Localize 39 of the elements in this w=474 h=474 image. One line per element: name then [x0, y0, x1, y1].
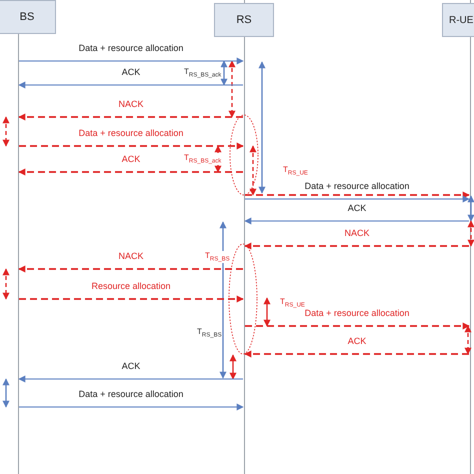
edge-label: ACK: [120, 67, 142, 77]
lifeline-header: RS: [214, 3, 274, 37]
edge-label: ACK: [120, 154, 142, 164]
message-arrow: [244, 218, 470, 224]
timing-label: T$_{RS_BS}$: [205, 251, 230, 263]
edge-label: Data + resource allocation: [76, 128, 186, 138]
message-arrow: [18, 82, 244, 88]
message-arrow: [19, 142, 244, 150]
message-arrow: [245, 192, 470, 198]
message-arrow: [18, 266, 243, 272]
edge-label: ACK: [120, 361, 142, 371]
edge-label: Data + resource allocation: [302, 308, 412, 318]
lifeline-header: BS: [0, 0, 56, 34]
lifeline: [0, 0, 56, 474]
edge-label: ACK: [346, 203, 368, 213]
message-arrow: [18, 168, 243, 176]
message-arrow: [18, 58, 244, 64]
message-arrow: [244, 196, 470, 202]
edge-label: NACK: [116, 251, 146, 261]
message-arrow: [18, 376, 244, 382]
edge-label: Data + resource allocation: [302, 181, 412, 191]
timing-label: T$_{RS_BS_ack}$: [184, 67, 222, 79]
message-arrow: [244, 350, 469, 358]
timing-label: T$_{RS_UE}$: [280, 297, 305, 309]
message-arrow: [18, 114, 243, 120]
edge-label: Resource allocation: [89, 281, 173, 291]
message-arrow: [245, 322, 470, 330]
edge-label: NACK: [342, 228, 372, 238]
edge-label: ACK: [346, 336, 368, 346]
edge-label: NACK: [116, 99, 146, 109]
timing-label: T$_{RS_UE}$: [283, 165, 308, 177]
edge-label: Data + resource allocation: [76, 43, 186, 53]
message-arrow: [19, 296, 244, 302]
message-arrow: [18, 404, 244, 410]
timing-label: T$_{RS_BS_ack}$: [184, 153, 222, 165]
lifeline-header: R-UE: [442, 3, 474, 37]
timing-label: T$_{RS_BS}$: [197, 327, 222, 339]
edge-label: Data + resource allocation: [76, 389, 186, 399]
message-arrow: [244, 242, 469, 250]
